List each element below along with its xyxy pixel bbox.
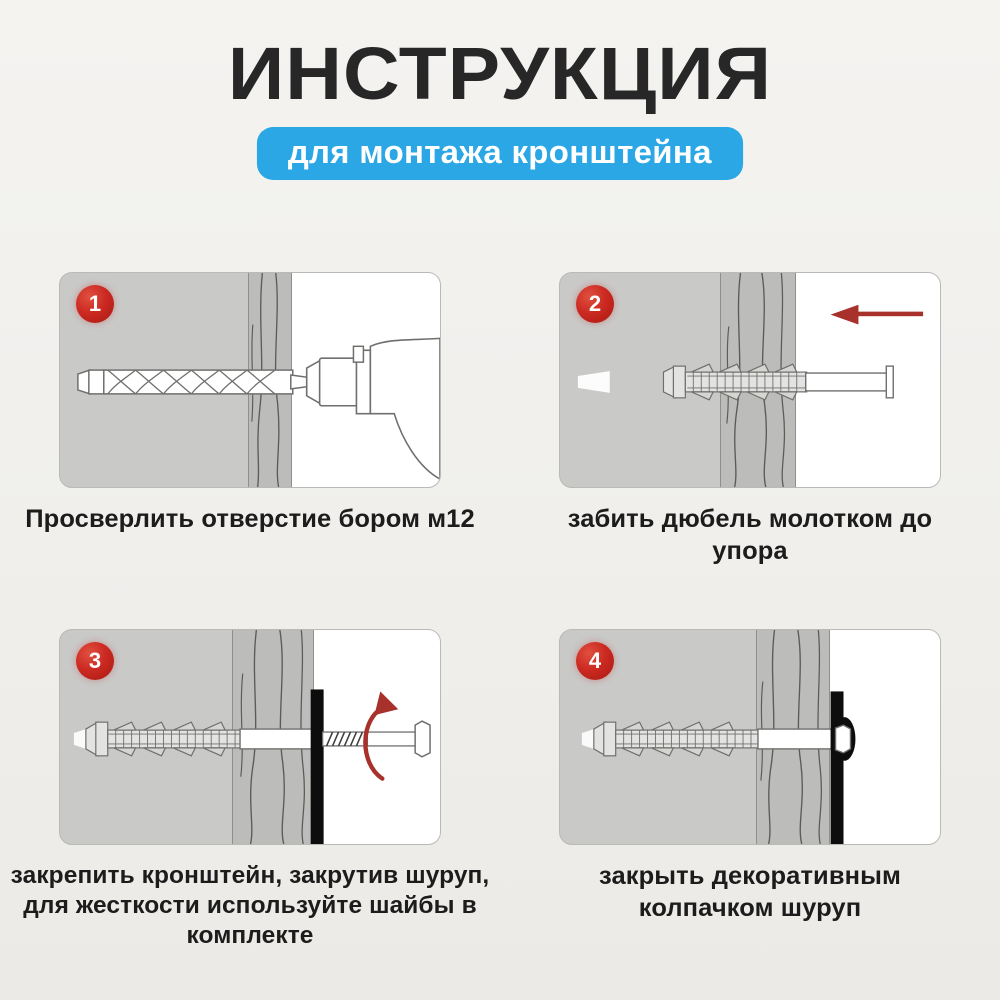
step-number-badge: 4 — [576, 642, 614, 680]
step-4-illustration-panel: 4 — [559, 629, 941, 845]
header: ИНСТРУКЦИЯ для монтажа кронштейна — [0, 0, 1000, 181]
arrow-left-icon — [830, 304, 924, 325]
step-1-illustration-panel: 1 — [59, 272, 441, 488]
subtitle-container: для монтажа кронштейна — [0, 126, 1000, 181]
wall-cracks-icon — [760, 630, 822, 844]
step-2-illustration-panel: 2 — [559, 272, 941, 488]
step-number-badge: 3 — [76, 642, 114, 680]
step-4-caption: закрыть декоративным колпачком шуруп — [599, 862, 901, 922]
rotate-arrow-head-icon — [374, 691, 399, 716]
steps-grid: 1 — [0, 272, 1000, 952]
step-number-badge: 1 — [76, 285, 114, 323]
step-2: 2 — [500, 272, 1000, 567]
subtitle-badge: для монтажа кронштейна — [257, 126, 743, 181]
wall-cracks-icon — [240, 630, 306, 844]
wall-cracks-icon — [726, 273, 786, 487]
step-1: 1 — [0, 272, 500, 567]
drill-bit-icon — [60, 273, 440, 487]
step-3: 3 закрепить кронштейн, закрутив шуруп, д… — [0, 629, 500, 952]
step-number-badge: 2 — [576, 285, 614, 323]
step-3-caption: закрепить кронштейн, закрутив шуруп, для… — [10, 862, 490, 950]
cap-icon — [560, 630, 940, 844]
screw-icon — [60, 630, 440, 844]
page-title: ИНСТРУКЦИЯ — [227, 32, 773, 115]
dowel-anchor-icon — [560, 273, 940, 487]
bracket-plate — [310, 689, 324, 844]
step-1-caption: Просверлить отверстие бором м12 — [25, 505, 475, 533]
bracket-plate — [830, 691, 844, 844]
step-4: 4 закрыть декоративным колпачком шуруп — [500, 629, 1000, 952]
step-2-caption: забить дюбель молотком до упора — [567, 505, 933, 565]
step-3-illustration-panel: 3 — [59, 629, 441, 845]
